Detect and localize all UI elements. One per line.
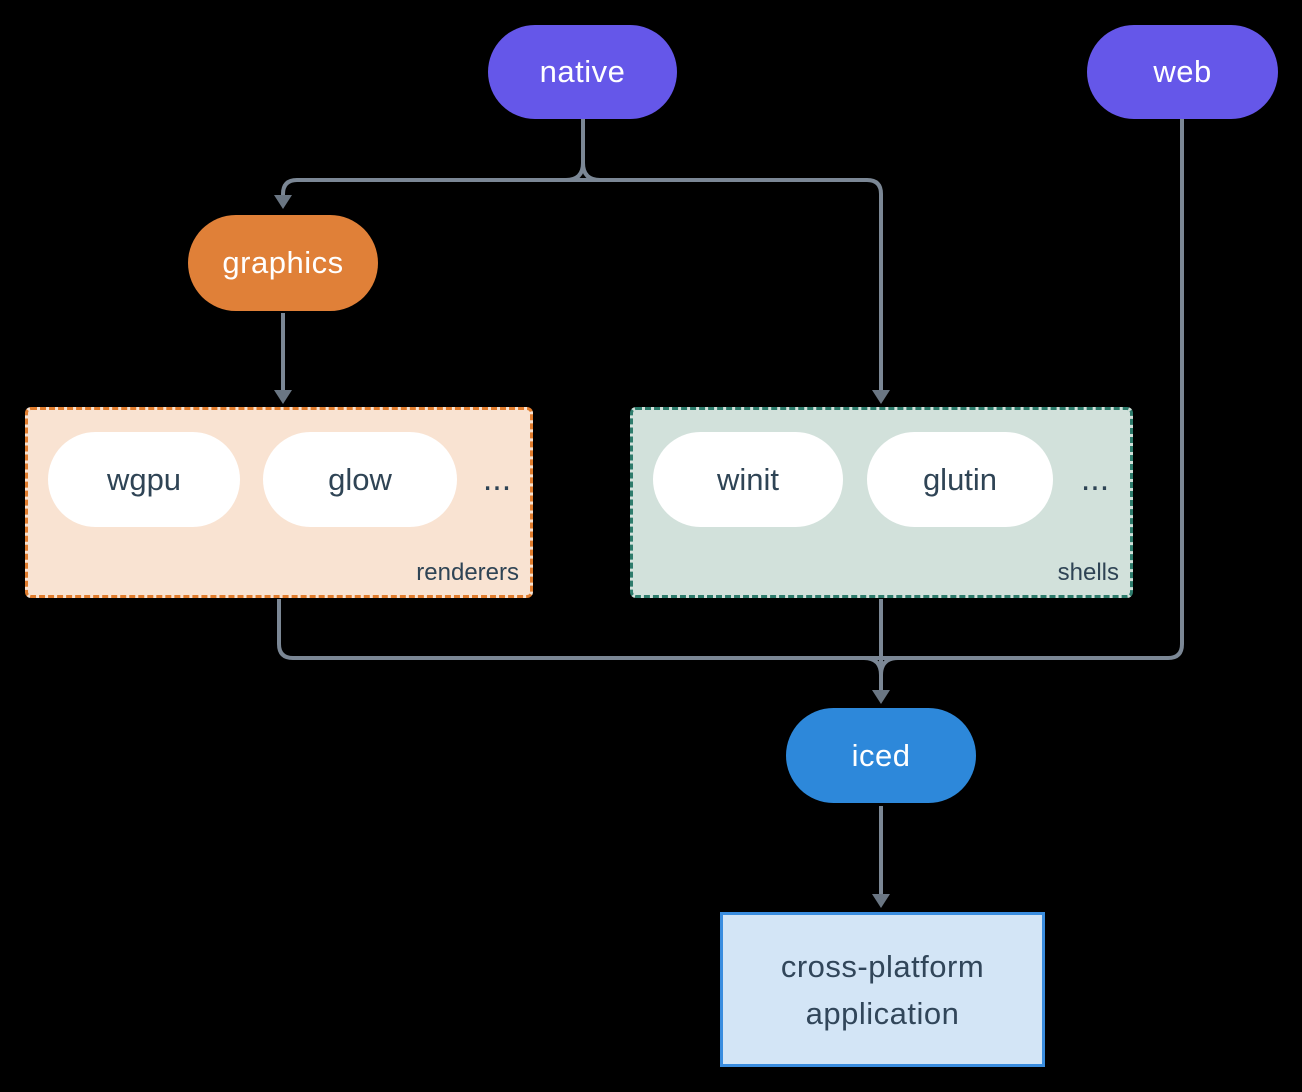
node-iced-label: iced [851, 737, 911, 773]
chip-glutin: glutin [867, 432, 1053, 527]
chip-winit: winit [653, 432, 843, 527]
arrowhead-shells [872, 390, 890, 404]
chip-winit-label: winit [716, 461, 779, 497]
chip-wgpu: wgpu [48, 432, 240, 527]
edge-merge-fillet-right [879, 656, 899, 676]
shells-group-label: shells [1057, 559, 1119, 586]
node-graphics-label: graphics [222, 245, 344, 280]
shells-ellipsis: ... [1080, 460, 1110, 498]
node-web: web [1087, 25, 1278, 119]
edge-native-fork-right [581, 162, 601, 182]
node-native: native [488, 25, 677, 119]
node-cross-platform-application: cross-platform application [720, 912, 1045, 1067]
group-renderers: wgpu glow ... renderers [25, 407, 533, 598]
arrowhead-renderers [274, 390, 292, 404]
node-iced: iced [786, 708, 976, 803]
edge-native-to-graphics-and-shells [281, 178, 883, 391]
arrowhead-graphics [274, 195, 292, 209]
node-graphics: graphics [188, 215, 378, 311]
chip-glutin-label: glutin [922, 461, 998, 497]
edge-renderers-and-web-bus [277, 119, 1184, 660]
chip-wgpu-label: wgpu [106, 461, 182, 497]
arrowhead-application [872, 894, 890, 908]
application-label-line1: cross-platform [780, 948, 985, 984]
node-native-label: native [539, 54, 626, 89]
edge-native-fork-left [565, 162, 585, 182]
node-web-label: web [1153, 54, 1212, 89]
edge-merge-fillet-left [863, 656, 883, 676]
arrowhead-iced [872, 690, 890, 704]
group-shells: winit glutin ... shells [630, 407, 1133, 598]
application-label-line2: application [805, 995, 960, 1031]
chip-glow-label: glow [328, 461, 392, 497]
chip-glow: glow [263, 432, 457, 527]
renderers-group-label: renderers [416, 559, 519, 586]
renderers-ellipsis: ... [482, 460, 512, 498]
